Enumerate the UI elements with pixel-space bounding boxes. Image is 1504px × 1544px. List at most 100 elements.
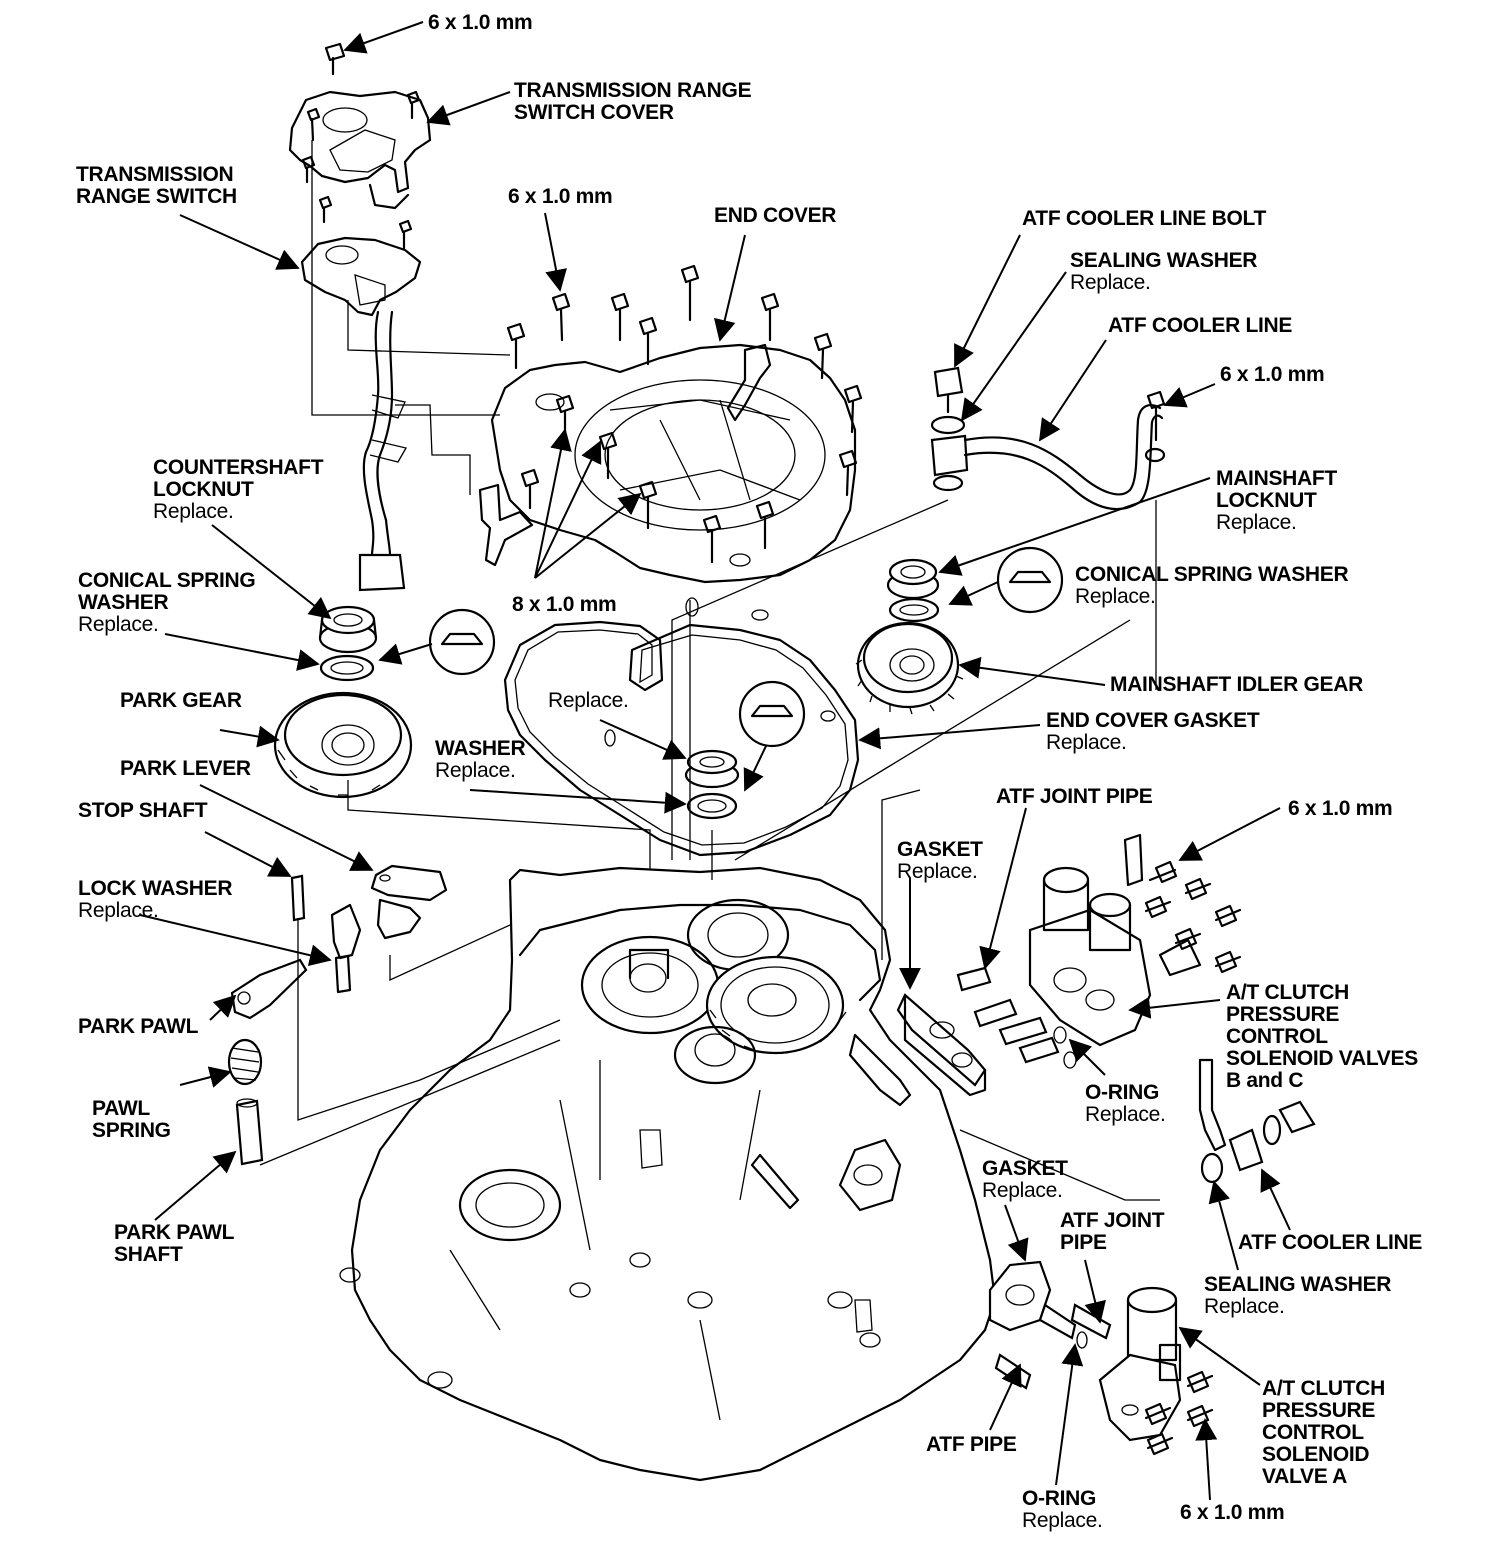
solenoid-a-line-5: VALVE A bbox=[1262, 1465, 1348, 1488]
stop-shaft bbox=[290, 874, 306, 922]
park-gear bbox=[273, 691, 413, 799]
end-cover-label: END COVER bbox=[714, 204, 837, 227]
sealing-washer-top-note: Replace. bbox=[1070, 271, 1151, 294]
cover-small-bolts bbox=[301, 90, 421, 250]
atf-cooler-line-bottom-label: ATF COOLER LINE bbox=[1238, 1231, 1423, 1254]
mainshaft-locknut-line-1: MAINSHAFT bbox=[1216, 467, 1337, 490]
lock-washer-title: LOCK WASHER bbox=[78, 877, 233, 900]
alignment-guide-lines bbox=[259, 140, 1160, 1201]
park-pawl-shaft-line-2: SHAFT bbox=[114, 1243, 183, 1266]
conical-spring-washer-right bbox=[888, 597, 940, 623]
atf-joint-pipe-bottom-label: ATF JOINT PIPE bbox=[1060, 1209, 1165, 1254]
park-pawl-label: PARK PAWL bbox=[78, 1015, 199, 1038]
atf-joint-pipe-top-label: ATF JOINT PIPE bbox=[996, 785, 1153, 808]
washer-title: WASHER bbox=[435, 737, 526, 760]
solenoid-bc-line-3: CONTROL bbox=[1226, 1025, 1328, 1048]
pawl-spring bbox=[227, 1038, 263, 1086]
conical-left-line-2: WASHER bbox=[78, 591, 169, 614]
atf-pipe-label: ATF PIPE bbox=[926, 1433, 1017, 1456]
countershaft-locknut bbox=[318, 605, 378, 654]
transmission-range-switch-cover bbox=[288, 90, 432, 210]
atf-joint-pipe-bottom-line-2: PIPE bbox=[1060, 1231, 1107, 1254]
bolt-solenoid-a-label: 6 x 1.0 mm bbox=[1180, 1501, 1285, 1524]
o-ring-bottom-title: O-RING bbox=[1022, 1487, 1097, 1510]
sealing-washer-top-label: SEALING WASHER Replace. bbox=[1070, 250, 1257, 294]
bolt-cooler-label: 6 x 1.0 mm bbox=[1220, 363, 1325, 386]
lock-washer-note: Replace. bbox=[78, 899, 159, 922]
solenoid-bc-bolts bbox=[1144, 860, 1242, 977]
o-ring-top-note: Replace. bbox=[1085, 1103, 1166, 1126]
atf-cooler-line-bolt bbox=[930, 366, 969, 492]
bolt-endcover-label: 6 x 1.0 mm bbox=[508, 185, 613, 208]
o-ring-top-label: O-RING Replace. bbox=[1085, 1081, 1166, 1126]
park-pawl-shaft bbox=[235, 1098, 264, 1166]
sealing-washer-bottom-title: SEALING WASHER bbox=[1204, 1273, 1392, 1296]
washer-center bbox=[684, 749, 740, 820]
solenoid-a-line-3: CONTROL bbox=[1262, 1421, 1364, 1444]
trs-cover-line-2: SWITCH COVER bbox=[514, 101, 674, 124]
pawl-spring-label: PAWL SPRING bbox=[92, 1098, 171, 1142]
park-gear-label: PARK GEAR bbox=[120, 689, 242, 712]
trs-line-1: TRANSMISSION bbox=[76, 163, 234, 186]
bolt-top bbox=[324, 42, 346, 76]
mainshaft-idler-gear bbox=[855, 621, 964, 715]
mainshaft-locknut-line-2: LOCKNUT bbox=[1216, 489, 1317, 512]
washer-label: WASHER Replace. bbox=[435, 737, 526, 782]
park-pawl-shaft-line-1: PARK PAWL bbox=[114, 1221, 235, 1244]
bolt-top-label: 6 x 1.0 mm bbox=[428, 11, 533, 34]
conical-spring-washer-left bbox=[319, 654, 375, 682]
park-pawl-shaft-label: PARK PAWL SHAFT bbox=[114, 1222, 234, 1266]
o-ring-bottom-note: Replace. bbox=[1022, 1509, 1103, 1532]
gasket-bottom-title: GASKET bbox=[982, 1157, 1068, 1180]
solenoid-bc-line-5: B and C bbox=[1226, 1069, 1304, 1092]
park-lever bbox=[370, 864, 448, 940]
sealing-washer-top-title: SEALING WASHER bbox=[1070, 249, 1258, 272]
pawl-spring-line-2: SPRING bbox=[92, 1119, 171, 1142]
conical-washer-detail-right bbox=[996, 546, 1064, 614]
countershaft-locknut-label: COUNTERSHAFT LOCKNUT Replace. bbox=[153, 457, 324, 523]
lock-washer-label: LOCK WASHER Replace. bbox=[78, 877, 233, 922]
end-cover-gasket-note: Replace. bbox=[1046, 731, 1127, 754]
solenoid-bc-line-2: PRESSURE bbox=[1226, 1003, 1340, 1026]
atf-cooler-line-bottom bbox=[1198, 1058, 1316, 1184]
mainshaft-locknut bbox=[886, 558, 940, 600]
countershaft-locknut-note: Replace. bbox=[153, 500, 234, 523]
atf-joint-pipe-bottom-line-1: ATF JOINT bbox=[1060, 1209, 1165, 1232]
solenoid-bc-line-1: A/T CLUTCH bbox=[1226, 981, 1349, 1004]
countershaft-locknut-line-2: LOCKNUT bbox=[153, 478, 254, 501]
conical-spring-washer-right-label: CONICAL SPRING WASHER Replace. bbox=[1075, 563, 1349, 608]
washer-note: Replace. bbox=[435, 759, 516, 782]
end-cover-gasket-title: END COVER GASKET bbox=[1046, 709, 1260, 732]
lock-washer bbox=[330, 903, 362, 994]
o-ring-bottom-label: O-RING Replace. bbox=[1022, 1487, 1103, 1532]
solenoid-valve-a-label: A/T CLUTCH PRESSURE CONTROL SOLENOID VAL… bbox=[1262, 1378, 1385, 1488]
atf-cooler-line-bolt-label: ATF COOLER LINE BOLT bbox=[1022, 207, 1267, 230]
bolt-8mm-label: 8 x 1.0 mm bbox=[512, 593, 617, 616]
stop-shaft-label: STOP SHAFT bbox=[78, 799, 208, 822]
sealing-washer-bottom-note: Replace. bbox=[1204, 1295, 1285, 1318]
transmission-range-switch-cover-label: TRANSMISSION RANGE SWITCH COVER bbox=[514, 80, 752, 124]
replace-center-label: Replace. bbox=[548, 689, 629, 712]
conical-washer-detail-left bbox=[428, 608, 496, 676]
transmission-range-switch bbox=[300, 236, 422, 592]
atf-cooler-line-top bbox=[963, 404, 1166, 511]
solenoid-a-line-2: PRESSURE bbox=[1262, 1399, 1376, 1422]
solenoid-a-bolts bbox=[1144, 1370, 1214, 1456]
conical-right-title: CONICAL SPRING WASHER bbox=[1075, 563, 1349, 586]
o-ring-top-title: O-RING bbox=[1085, 1081, 1160, 1104]
detent-bracket bbox=[478, 483, 534, 567]
transmission-range-switch-label: TRANSMISSION RANGE SWITCH bbox=[76, 164, 237, 208]
sealing-washer-bottom-label: SEALING WASHER Replace. bbox=[1204, 1274, 1391, 1318]
pawl-spring-line-1: PAWL bbox=[92, 1097, 150, 1120]
end-cover bbox=[490, 343, 857, 584]
conical-left-line-1: CONICAL SPRING bbox=[78, 569, 256, 592]
leader-arrows bbox=[139, 21, 1291, 1501]
conical-right-note: Replace. bbox=[1075, 585, 1156, 608]
bolt-solenoid-bc-label: 6 x 1.0 mm bbox=[1288, 797, 1393, 820]
atf-pipe bbox=[994, 1353, 1032, 1390]
gasket-bottom-note: Replace. bbox=[982, 1179, 1063, 1202]
gasket-top-title: GASKET bbox=[897, 838, 983, 861]
conical-left-note: Replace. bbox=[78, 613, 159, 636]
conical-spring-washer-left-label: CONICAL SPRING WASHER Replace. bbox=[78, 569, 256, 636]
